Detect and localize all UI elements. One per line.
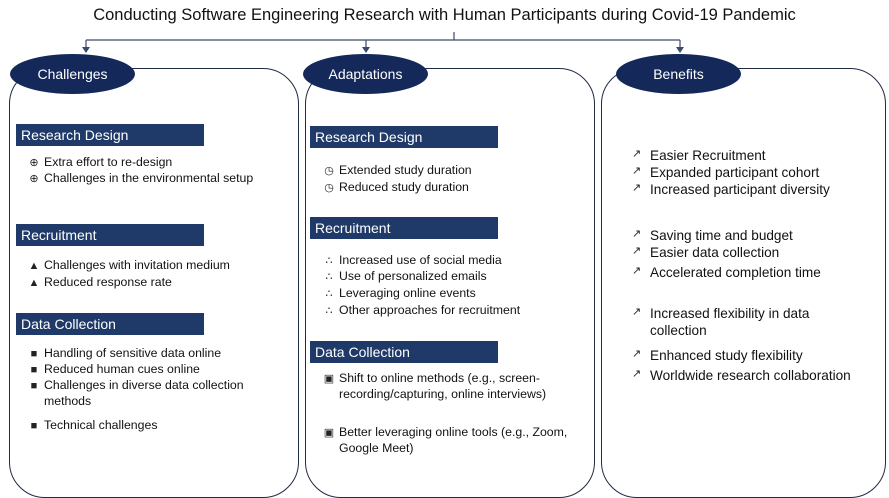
adaptations-recruitment-header: Recruitment xyxy=(310,217,498,239)
list-item: ■ Technical challenges xyxy=(27,418,277,434)
diagram-title: Conducting Software Engineering Research… xyxy=(93,6,796,24)
challenges-pill: Challenges xyxy=(10,54,135,94)
challenges-data-collection-header: Data Collection xyxy=(16,313,204,335)
folders-icon: ■ xyxy=(30,348,38,360)
list-item: ↗ Increased participant diversity xyxy=(632,182,830,197)
list-item: ↗ Easier data collection xyxy=(632,245,780,260)
adaptations-pill: Adaptations xyxy=(303,54,428,94)
folders-icon: ■ xyxy=(30,380,38,392)
network-icon: ∴ xyxy=(325,255,333,267)
group-arrow-icon: ↗ xyxy=(632,368,642,380)
list-item: ∴ Leveraging online events xyxy=(322,286,584,302)
list-item: ↗ Enhanced study flexibility xyxy=(632,348,803,363)
folders-icon: ■ xyxy=(30,364,38,376)
network-icon: ∴ xyxy=(325,271,333,283)
list-item: ⊕ Extra effort to re-design xyxy=(27,155,277,171)
folders-icon: ■ xyxy=(30,420,38,432)
list-item: ↗ Expanded participant cohort xyxy=(632,165,820,180)
magnifier-plus-icon: ⊕ xyxy=(29,173,39,185)
list-item: ▲ Challenges with invitation medium xyxy=(28,258,230,272)
stopwatch-icon: ◷ xyxy=(324,182,334,194)
list-item: ⊕ Challenges in the environmental setup xyxy=(27,171,277,187)
monitor-icon: ▣ xyxy=(323,427,335,439)
list-item: ∴ Other approaches for recruitment xyxy=(322,303,584,319)
magnifier-plus-icon: ⊕ xyxy=(29,157,39,169)
list-item: ■ Handling of sensitive data online xyxy=(27,346,277,362)
group-arrow-icon: ↗ xyxy=(632,148,642,160)
list-item: ▲ Reduced response rate xyxy=(28,275,172,289)
benefits-pill: Benefits xyxy=(616,54,741,94)
list-item: ∴ Use of personalized emails xyxy=(322,269,584,285)
group-arrow-icon: ↗ xyxy=(632,265,642,277)
group-arrow-icon: ↗ xyxy=(632,245,642,257)
challenges-recruitment-header: Recruitment xyxy=(16,224,204,246)
list-item: ↗ Increased flexibility in data collecti… xyxy=(632,306,810,338)
list-item: ■ Reduced human cues online xyxy=(27,362,277,378)
challenges-research-design-header: Research Design xyxy=(16,124,204,146)
list-item: ∴ Increased use of social media xyxy=(322,253,584,269)
connector-lines xyxy=(82,32,684,53)
list-item: ▣ Shift to online methods (e.g., screen-… xyxy=(323,371,547,401)
person-icon: ▲ xyxy=(28,277,40,289)
network-icon: ∴ xyxy=(325,305,333,317)
list-item: ◷ Reduced study duration xyxy=(322,180,572,196)
person-icon: ▲ xyxy=(28,260,40,272)
group-arrow-icon: ↗ xyxy=(632,165,642,177)
list-item: ↗ Saving time and budget xyxy=(632,228,793,243)
adaptations-data-collection-header: Data Collection xyxy=(310,341,498,363)
list-item: ■ Challenges in diverse data collection … xyxy=(27,378,277,409)
benefits-column xyxy=(601,68,886,498)
group-arrow-icon: ↗ xyxy=(632,348,642,360)
group-arrow-icon: ↗ xyxy=(632,306,642,318)
list-item: ▣ Better leveraging online tools (e.g., … xyxy=(323,425,568,455)
monitor-icon: ▣ xyxy=(323,373,335,385)
group-arrow-icon: ↗ xyxy=(632,182,642,194)
list-item: ↗ Easier Recruitment xyxy=(632,148,766,163)
list-item: ◷ Extended study duration xyxy=(322,163,572,179)
group-arrow-icon: ↗ xyxy=(632,228,642,240)
stopwatch-icon: ◷ xyxy=(324,165,334,177)
adaptations-research-design-header: Research Design xyxy=(310,126,498,148)
network-icon: ∴ xyxy=(325,288,333,300)
list-item: ↗ Accelerated completion time xyxy=(632,265,821,280)
list-item: ↗ Worldwide research collaboration xyxy=(632,368,851,383)
